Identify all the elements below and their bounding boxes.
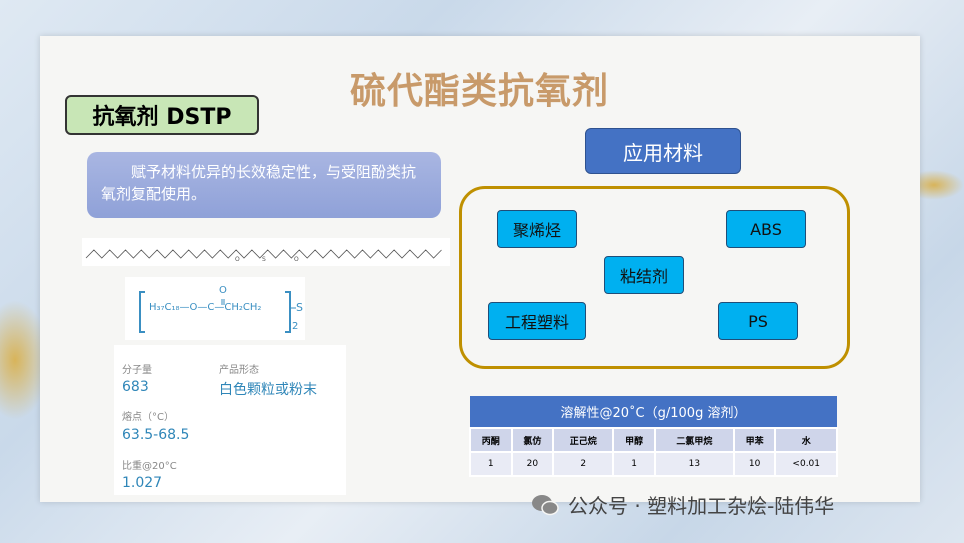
- solubility-value: <0.01: [774, 451, 838, 477]
- material-engineering-plastics: 工程塑料: [488, 302, 586, 340]
- solvent-header: 甲醇: [612, 427, 656, 453]
- solvent-header: 水: [774, 427, 838, 453]
- atom-label: O: [235, 256, 240, 263]
- atom-label: O: [294, 256, 299, 263]
- slide-title: 硫代酯类抗氧剂: [350, 71, 610, 112]
- solubility-value: 20: [510, 451, 555, 477]
- material-adhesive: 粘结剂: [604, 256, 684, 294]
- material-polyolefin: 聚烯烃: [497, 210, 577, 248]
- structural-formula: O H₃₇C₁₈—O—C—CH₂CH₂ S 2: [125, 277, 305, 340]
- solvent-header: 正己烷: [552, 427, 615, 453]
- carbon-chain: [85, 249, 442, 259]
- watermark-text: 公众号 · 塑料加工杂烩-陆伟华: [568, 494, 835, 518]
- table-header-row: 丙酮氯仿正己烷甲醇二氯甲烷甲苯水: [469, 427, 838, 453]
- table-title: 溶解性@20˚C（g/100g 溶剂）: [470, 396, 837, 428]
- product-badge: 抗氧剂 DSTP: [65, 95, 259, 135]
- property-value: 1.027: [122, 475, 163, 491]
- property-label: 产品形态: [219, 365, 259, 376]
- material-abs: ABS: [726, 210, 806, 248]
- applications-header: 应用材料: [585, 128, 741, 174]
- solubility-value: 10: [732, 451, 777, 477]
- solubility-value: 13: [653, 451, 735, 477]
- description: 赋予材料优异的长效稳定性，与受阻酚类抗氧剂复配使用。: [87, 152, 441, 218]
- property-value: 683: [122, 379, 149, 395]
- solvent-header: 丙酮: [469, 427, 513, 453]
- formula-text: H₃₇C₁₈—O—C—CH₂CH₂: [149, 302, 262, 313]
- property-label: 分子量: [122, 365, 152, 376]
- wechat-icon: [532, 494, 559, 515]
- solubility-value: 1: [469, 451, 513, 477]
- solvent-header: 甲苯: [732, 427, 777, 453]
- property-label: 熔点（°C）: [122, 412, 174, 423]
- property-label: 比重@20°C: [122, 461, 177, 472]
- solvent-header: 氯仿: [510, 427, 555, 453]
- solubility-value: 1: [612, 451, 656, 477]
- watermark: 公众号 · 塑料加工杂烩-陆伟华: [530, 490, 834, 519]
- property-value: 白色颗粒或粉末: [219, 382, 317, 398]
- sulfur-label: S: [296, 301, 303, 314]
- atom-label: S: [262, 256, 266, 263]
- solubility-value: 2: [552, 451, 615, 477]
- material-ps: PS: [718, 302, 798, 340]
- oxygen-label: O: [219, 285, 227, 296]
- applications-frame: [459, 186, 850, 369]
- solvent-header: 二氯甲烷: [653, 427, 735, 453]
- property-value: 63.5-68.5: [122, 427, 190, 443]
- subscript-2: 2: [292, 321, 299, 332]
- properties-panel: 分子量 683 产品形态 白色颗粒或粉末 熔点（°C） 63.5-68.5 比重…: [114, 345, 346, 495]
